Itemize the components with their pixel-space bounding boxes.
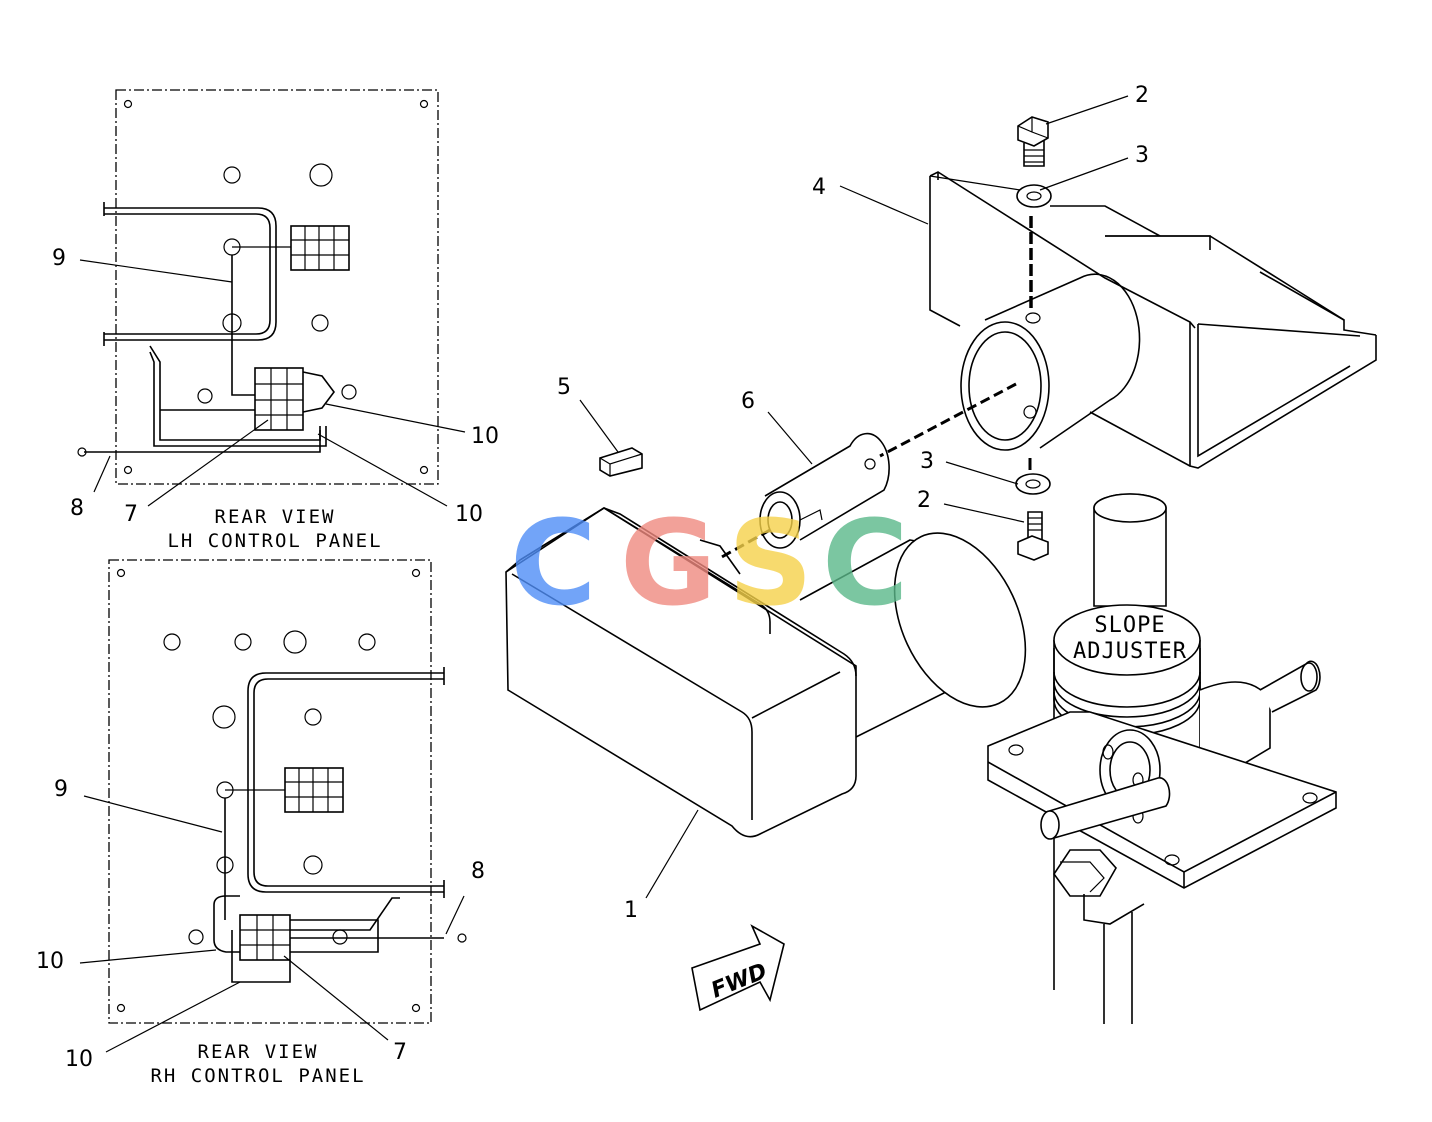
watermark-letter-c2: C [822, 494, 909, 632]
rh-caption-line1: REAR VIEW [198, 1041, 319, 1063]
lh-caption-line2: LH CONTROL PANEL [167, 530, 382, 552]
callout-2-bottom: 2 [917, 488, 931, 513]
motor-1 [505, 507, 1027, 838]
callout-1: 1 [624, 898, 638, 923]
washer-3-bottom [1015, 473, 1051, 495]
main-assembly: SLOPE ADJUSTER [505, 83, 1377, 1024]
lh-callout-9: 9 [52, 246, 66, 271]
rh-panel-outline [108, 559, 432, 1024]
lh-control-panel: 9 8 7 10 10 REAR VIEW LH CONTROL PANEL [52, 89, 499, 552]
slope-adjuster-label-line1: SLOPE [1094, 613, 1165, 638]
callout-2-top: 2 [1135, 83, 1149, 108]
coupler-6 [759, 432, 890, 549]
lh-callout-8: 8 [70, 496, 84, 521]
rh-relay-7 [239, 914, 291, 961]
callout-4: 4 [812, 175, 826, 200]
watermark-letter-s: S [728, 494, 813, 632]
watermark-letter-g: G [620, 494, 717, 632]
lh-caption-line1: REAR VIEW [215, 506, 336, 528]
rh-callout-10b: 10 [65, 1047, 93, 1072]
watermark-letter-c1: C [510, 494, 597, 632]
slope-adjuster-label-line2: ADJUSTER [1073, 639, 1187, 664]
rh-callout-10a: 10 [36, 949, 64, 974]
rh-control-panel: 9 8 10 10 7 REAR VIEW RH CONTROL PANEL [36, 559, 485, 1087]
mounting-bracket-4 [929, 171, 1377, 469]
fwd-direction-arrow: FWD [691, 924, 785, 1012]
lh-callout-10a: 10 [471, 424, 499, 449]
washer-3-top [1016, 184, 1052, 208]
lh-panel-outline [115, 89, 439, 485]
lh-callout-7: 7 [124, 502, 138, 527]
rh-callout-9: 9 [54, 777, 68, 802]
callout-3-top: 3 [1135, 143, 1149, 168]
callout-5: 5 [557, 375, 571, 400]
rh-caption-line2: RH CONTROL PANEL [150, 1065, 365, 1087]
lh-terminal-block-top [290, 225, 350, 271]
lh-callout-10b: 10 [455, 502, 483, 527]
rh-callout-7: 7 [393, 1040, 407, 1065]
cgsc-watermark: C G S C [510, 494, 909, 632]
callout-3-bottom: 3 [920, 449, 934, 474]
slope-adjuster: SLOPE ADJUSTER [987, 493, 1337, 1024]
callout-6: 6 [741, 389, 755, 414]
lh-harness-9 [104, 207, 277, 341]
rh-terminal-block-top [284, 767, 344, 813]
rh-harness-9 [247, 672, 444, 893]
bolt-2-bottom [1017, 511, 1049, 561]
lh-relay-7 [254, 367, 304, 431]
rh-callout-8: 8 [471, 859, 485, 884]
bolt-2-top [1017, 116, 1049, 167]
